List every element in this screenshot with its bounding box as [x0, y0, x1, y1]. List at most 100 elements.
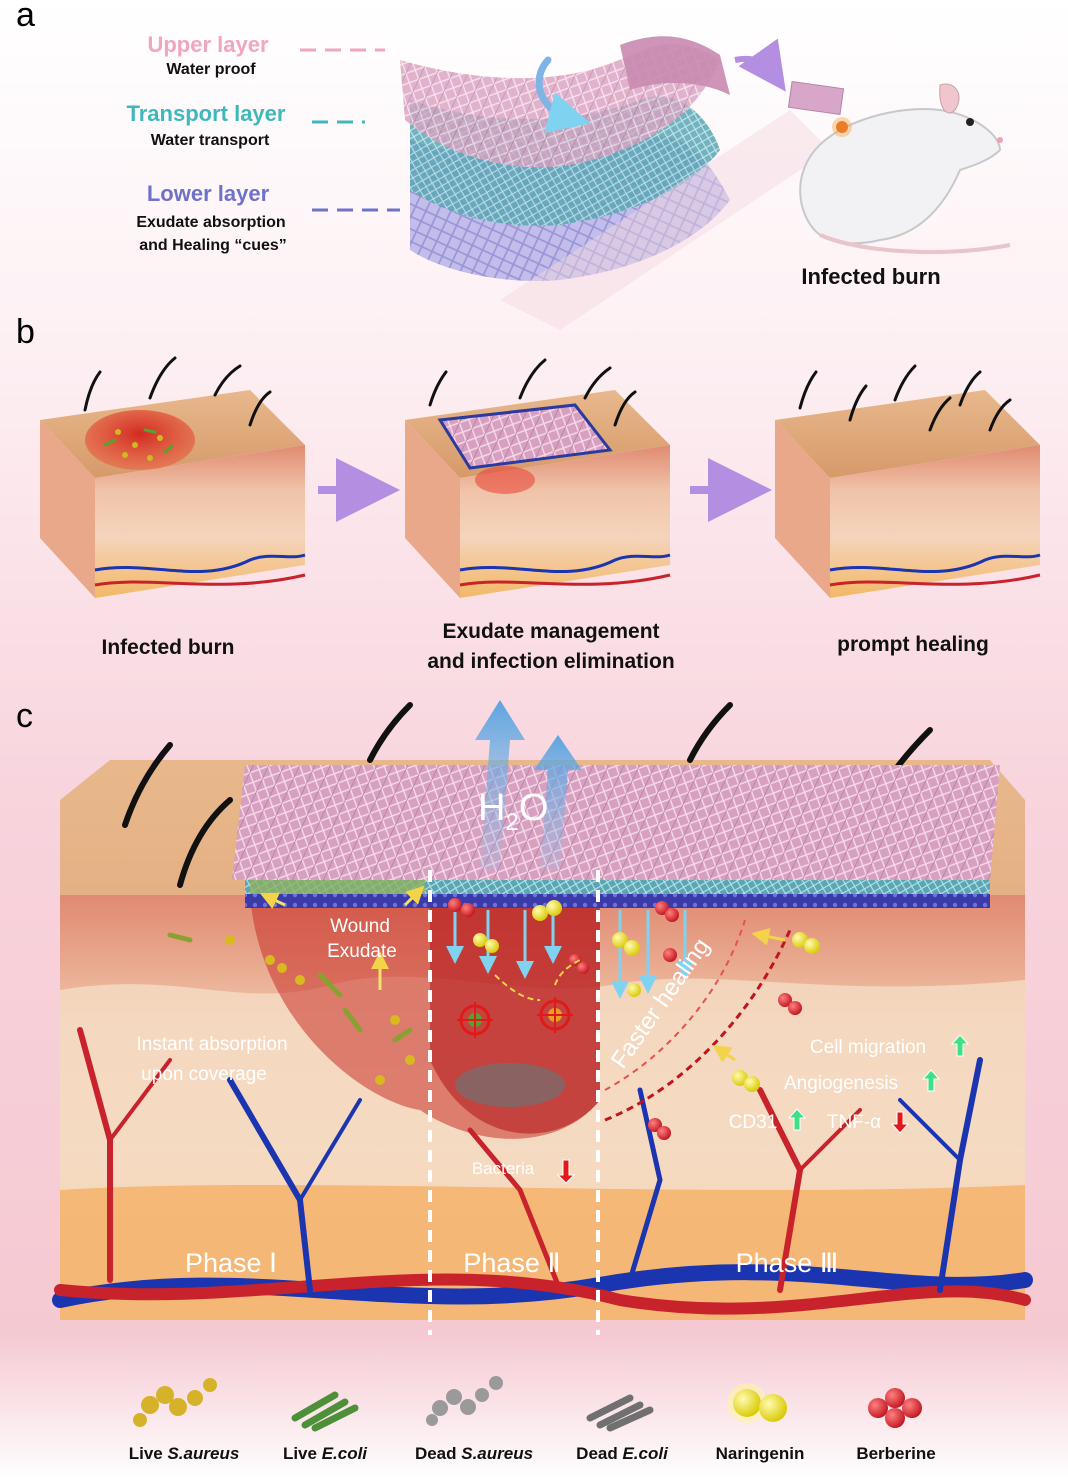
legend: Live S.aureus Live E.coli Dead S.aureus … — [129, 1376, 936, 1463]
block3-side — [775, 420, 830, 598]
c-tnf-down-arrow — [890, 1111, 910, 1134]
legend-live-saureus-it: S.aureus — [167, 1444, 239, 1463]
legend-berberine-icon — [868, 1388, 922, 1428]
block1-bacteria — [115, 429, 163, 461]
arrow-to-mouse — [734, 38, 786, 92]
skin-block-dressed — [405, 358, 671, 598]
trilayer-dressing — [400, 36, 730, 281]
c-wound-label: Wound — [330, 916, 390, 937]
c-h2o-h: H — [478, 787, 505, 829]
mouse-tail — [819, 233, 1011, 255]
c-target-bacteria — [457, 997, 573, 1038]
c-targeting-line-1 — [494, 974, 541, 1001]
mouse-dressing-patch — [787, 80, 845, 116]
c-cd31-label: CD31 — [729, 1112, 778, 1133]
legend-dead-saureus-icon — [426, 1376, 503, 1426]
legend-dead-ecoli-icon — [586, 1394, 654, 1432]
c-phase2-label: Phase Ⅱ — [463, 1248, 560, 1278]
legend-live-saureus-pre: Live — [129, 1444, 168, 1463]
upper-layer-sub: Water proof — [166, 61, 256, 78]
block2-hairs — [428, 358, 637, 427]
block2-artery — [459, 573, 671, 587]
lower-layer-sub-2: and Healing “cues” — [139, 237, 287, 254]
mouse-eye — [966, 118, 974, 126]
c-dressing-absorbed — [250, 880, 425, 894]
upper-layer-title: Upper layer — [147, 32, 268, 57]
legend-live-saureus: Live S.aureus — [129, 1444, 240, 1463]
legend-berberine: Berberine — [856, 1444, 935, 1463]
c-drug-molecules — [448, 898, 820, 1140]
c-phase1-label: Phase Ⅰ — [185, 1248, 277, 1278]
c-main-vein — [52, 1264, 1033, 1308]
c-bacteria-label: Bacteria — [472, 1159, 535, 1178]
c-healing-front-1 — [604, 929, 792, 1122]
block3-vein — [829, 553, 1041, 573]
transport-layer-title: Transport layer — [127, 101, 286, 126]
mouse-illustration — [500, 80, 1011, 330]
c-h2o-sub: 2 — [505, 809, 518, 836]
c-angiogenesis-up-arrow — [921, 1069, 941, 1092]
c-vein-branch-3b — [898, 1098, 962, 1162]
legend-live-ecoli-icon — [291, 1391, 359, 1432]
c-steam-arrow-2 — [534, 735, 582, 870]
block3-hairs — [798, 364, 1012, 432]
c-vein-branch-1b — [298, 1098, 362, 1202]
c-phase1-bacteria — [167, 932, 415, 1085]
c-migrate-arrow-2 — [712, 1045, 736, 1063]
block1-side — [40, 420, 95, 598]
mouse-burn-glow — [832, 117, 852, 137]
c-steam-arrow-1 — [475, 700, 525, 870]
lower-layer-sub-1: Exudate absorption — [136, 214, 285, 231]
mouse-ear — [939, 83, 960, 114]
water-flow-arrow — [535, 56, 591, 133]
mouse-caption: Infected burn — [801, 264, 940, 289]
c-exudate-label: Exudate — [327, 941, 397, 962]
c-dead-bacteria-pile — [455, 1063, 565, 1107]
legend-dead-ecoli-pre: Dead — [576, 1444, 622, 1463]
block2-vein — [459, 553, 671, 573]
block2-wound — [475, 466, 535, 494]
legend-naringenin: Naringenin — [716, 1444, 805, 1463]
step2-caption-1: Exudate management — [442, 620, 659, 643]
c-artery-branch-1b — [108, 1058, 172, 1142]
step2-caption-2: and infection elimination — [427, 650, 674, 673]
mouse-burn-spot — [836, 121, 848, 133]
c-absorb-arrow-2 — [259, 892, 286, 909]
legend-live-ecoli-it: E.coli — [322, 1444, 369, 1463]
c-vein-branch-2 — [627, 1087, 663, 1283]
c-bacteria-down-arrow — [556, 1159, 576, 1184]
legend-dead-saureus-pre: Dead — [415, 1444, 461, 1463]
c-healing-front-2 — [604, 919, 746, 1091]
legend-dead-saureus-it: S.aureus — [461, 1444, 533, 1463]
c-angiogenesis-label: Angiogenesis — [784, 1073, 898, 1094]
c-artery-branch-3b — [798, 1108, 862, 1172]
dressing-fold — [620, 36, 730, 95]
legend-live-saureus-icon — [133, 1378, 217, 1427]
c-instant-label-1: Instant absorption — [136, 1034, 287, 1055]
block1-wound — [85, 410, 195, 470]
c-cell-migration-up-arrow — [950, 1034, 970, 1057]
c-phase3-label: Phase Ⅲ — [736, 1248, 839, 1278]
mouse-nose — [997, 137, 1003, 143]
transport-layer-sub: Water transport — [151, 132, 270, 149]
c-artery-branch-2 — [467, 1127, 563, 1293]
c-dressing-upper — [232, 765, 1000, 880]
block2-dressing — [437, 403, 613, 470]
legend-live-ecoli-pre: Live — [283, 1444, 322, 1463]
step1-caption: Infected burn — [101, 636, 234, 659]
c-tnf-label: TNF-α — [827, 1112, 881, 1133]
legend-live-ecoli: Live E.coli — [283, 1444, 368, 1463]
panel-c: c — [16, 697, 1033, 1335]
block1-artery — [94, 573, 306, 587]
c-cell-migration-label: Cell migration — [810, 1037, 926, 1058]
skin-block-infected — [40, 356, 306, 598]
lower-layer-title: Lower layer — [147, 181, 270, 206]
c-targeting-line-2 — [554, 959, 581, 986]
block1-vein — [94, 553, 306, 573]
block3-top — [775, 390, 1040, 478]
panel-b-letter: b — [16, 313, 35, 351]
legend-dead-ecoli: Dead E.coli — [576, 1444, 669, 1463]
c-release-arrows — [446, 910, 694, 999]
